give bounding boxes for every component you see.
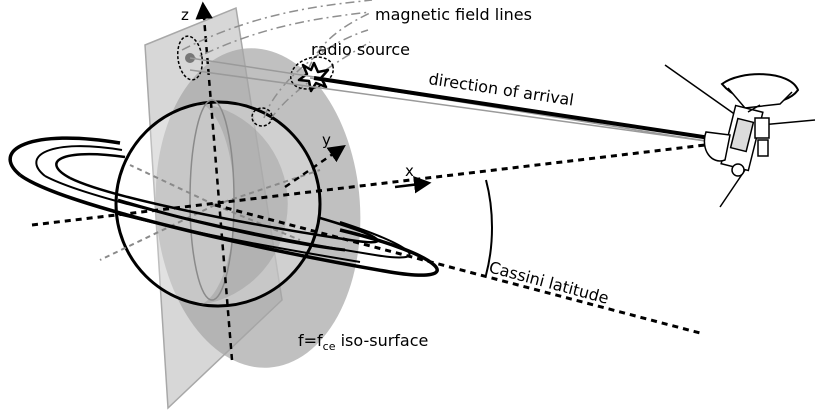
x-axis-label: x: [405, 162, 414, 180]
rings-back: [8, 136, 126, 180]
x-axis: [394, 175, 432, 194]
ring-lines-front: [117, 198, 361, 263]
magnetic-field-lines-label: magnetic field lines: [375, 5, 532, 24]
direction-of-arrival-label: direction of arrival: [427, 69, 575, 109]
z-axis-label: z: [181, 6, 189, 24]
y-axis: [284, 145, 346, 189]
iso-surface-label-suffix: iso-surface: [336, 331, 429, 350]
iso-surface-label-subscript: ce: [323, 340, 336, 353]
cassini-latitude-arc: [485, 179, 493, 276]
iso-surface-ellipsoid: [155, 48, 361, 368]
internal-axes: [99, 164, 321, 261]
iso-surface-label: f=fce iso-surface: [298, 331, 428, 353]
line-of-sight: [214, 203, 701, 335]
iso-surface-label-prefix: f=f: [298, 331, 323, 350]
direction-of-arrival-line: [313, 76, 711, 140]
radio-source-label: radio source: [311, 40, 410, 59]
z-axis: [195, 1, 234, 361]
saturn-shadow: [200, 103, 288, 305]
cassini-spacecraft: [664, 64, 816, 208]
equatorial-line: [31, 143, 706, 227]
y-axis-label: y: [322, 131, 331, 149]
